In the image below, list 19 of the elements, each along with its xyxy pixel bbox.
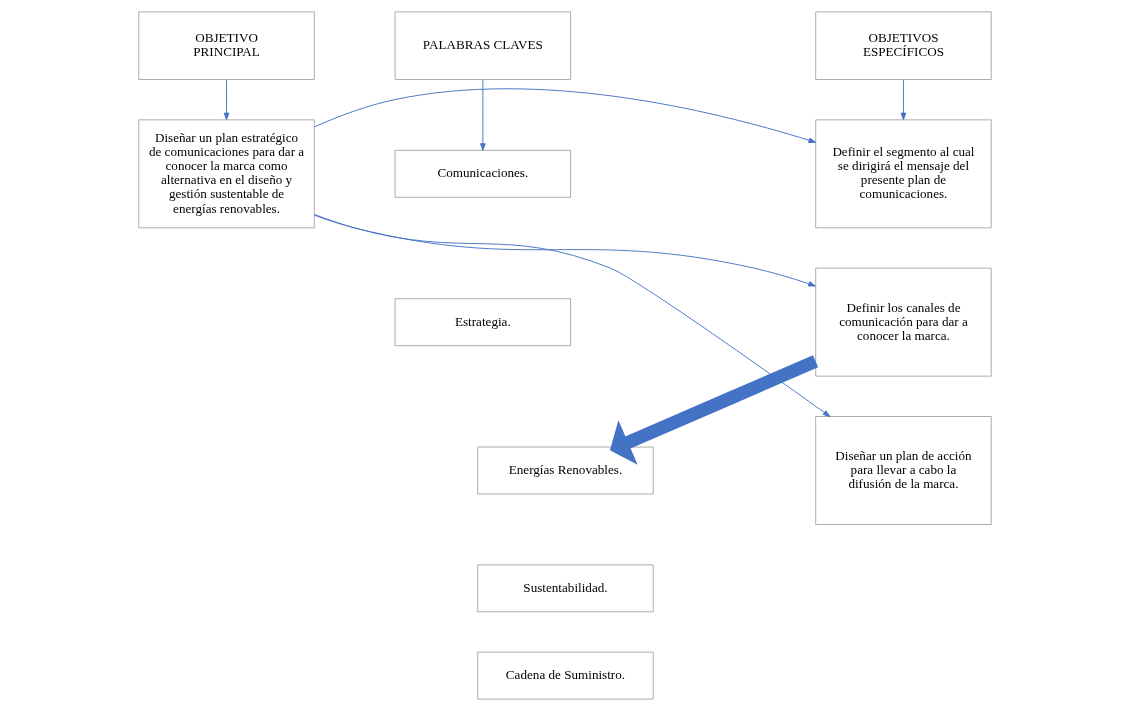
arrow xyxy=(314,88,816,143)
node-box: Energías Renovables. xyxy=(477,446,654,495)
arrow xyxy=(900,79,907,121)
arrow xyxy=(223,79,230,121)
node-box: Sustentabilidad. xyxy=(477,564,654,613)
node-box: Definir los canales de comunicación para dar a conocer la marca. xyxy=(815,267,992,377)
node-box: OBJETIVOS ESPECÍFICOS xyxy=(815,11,992,80)
node-box: Diseñar un plan estratégico de comunicaciones para dar a conocer la marca como alternativa en el diseño y gestión sustentable de energías renovables. xyxy=(138,119,315,229)
node-box: Cadena de Suministro. xyxy=(477,651,654,700)
node-box: Definir el segmento al cual se dirigirá el mensaje del presente plan de comunicaciones. xyxy=(815,119,992,229)
arrow xyxy=(314,214,831,417)
arrow xyxy=(609,355,819,465)
arrow xyxy=(313,214,816,287)
node-box: Diseñar un plan de acción para llevar a cabo la difusión de la marca. xyxy=(815,416,992,525)
node-box: PALABRAS CLAVES xyxy=(394,11,572,80)
node-box: OBJETIVO PRINCIPAL xyxy=(138,11,315,80)
arrow xyxy=(480,79,486,151)
node-box: Comunicaciones. xyxy=(394,149,572,198)
node-box: Estrategia. xyxy=(394,298,572,347)
